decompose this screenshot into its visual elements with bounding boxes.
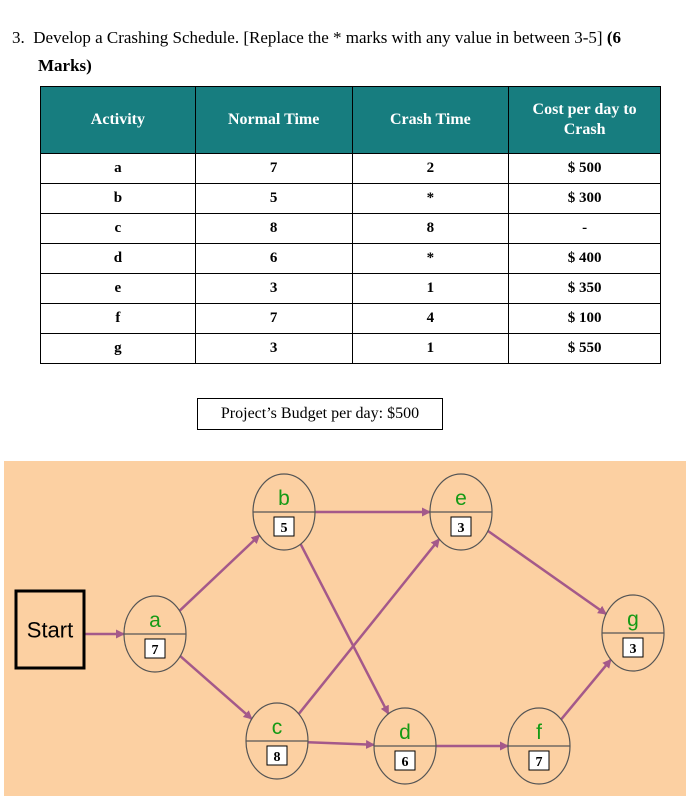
- node-duration: 7: [536, 755, 543, 770]
- header-crash-time: Crash Time: [351, 86, 510, 154]
- cost-cell: $ 350: [508, 273, 661, 304]
- question-text: 3. Develop a Crashing Schedule. [Replace…: [12, 24, 682, 80]
- crash-time-cell: 4: [351, 303, 510, 334]
- crashing-table: Activity Normal Time Crash Time Cost per…: [40, 86, 661, 364]
- node-label: b: [278, 487, 290, 510]
- header-activity: Activity: [40, 86, 196, 154]
- duration-box: [622, 637, 644, 658]
- activity-cell: g: [40, 333, 196, 364]
- crash-time-cell: 2: [351, 153, 510, 184]
- normal-time-cell: 8: [194, 213, 353, 244]
- activity-cell: f: [40, 303, 196, 334]
- project-budget: Project’s Budget per day: $500: [197, 398, 443, 430]
- node-label: a: [149, 609, 161, 632]
- start-box: [14, 589, 86, 670]
- edge-c-d: [307, 739, 376, 749]
- crash-time-cell: 8: [351, 213, 510, 244]
- edge-c-e: [297, 538, 441, 715]
- activity-cell: d: [40, 243, 196, 274]
- start-label: Start: [27, 618, 73, 643]
- normal-time-cell: 6: [194, 243, 353, 274]
- node-label: e: [455, 487, 467, 510]
- node-duration: 3: [630, 642, 637, 657]
- question-marks-close: Marks): [38, 56, 92, 75]
- normal-time-cell: 3: [194, 333, 353, 364]
- crash-time-cell: 1: [351, 333, 510, 364]
- question-number: 3.: [12, 28, 25, 47]
- edge-a-b: [178, 534, 261, 612]
- duration-box: [528, 750, 550, 771]
- edge-b-d: [299, 543, 390, 715]
- normal-time-cell: 5: [194, 183, 353, 214]
- edge-a-c: [179, 655, 253, 720]
- node-f: f7: [507, 707, 571, 785]
- node-a: a7: [123, 595, 187, 673]
- node-duration: 3: [458, 521, 465, 536]
- node-duration: 6: [402, 755, 409, 770]
- normal-time-cell: 3: [194, 273, 353, 304]
- cost-cell: $ 300: [508, 183, 661, 214]
- activity-cell: b: [40, 183, 196, 214]
- duration-box: [273, 516, 295, 537]
- activity-cell: c: [40, 213, 196, 244]
- duration-box: [144, 638, 166, 659]
- duration-box: [450, 516, 472, 537]
- crash-time-cell: *: [351, 243, 510, 274]
- normal-time-cell: 7: [194, 303, 353, 334]
- normal-time-cell: 7: [194, 153, 353, 184]
- crash-time-cell: 1: [351, 273, 510, 304]
- activity-cell: e: [40, 273, 196, 304]
- duration-box: [394, 750, 416, 771]
- question-marks-open: (6: [606, 28, 621, 47]
- header-cost-per-day: Cost per day to Crash: [508, 86, 661, 154]
- header-normal-time: Normal Time: [194, 86, 353, 154]
- cost-cell: $ 550: [508, 333, 661, 364]
- table-header-row: Activity Normal Time Crash Time Cost per…: [40, 86, 661, 154]
- node-b: b5: [252, 473, 316, 551]
- node-label: d: [399, 721, 411, 744]
- cost-cell: -: [508, 213, 661, 244]
- node-duration: 5: [281, 521, 288, 536]
- node-d: d6: [373, 707, 437, 785]
- node-duration: 7: [152, 643, 159, 658]
- edge-f-g: [560, 658, 612, 721]
- cost-cell: $ 100: [508, 303, 661, 334]
- node-label: g: [627, 608, 639, 631]
- cost-cell: $ 400: [508, 243, 661, 274]
- crash-time-cell: *: [351, 183, 510, 214]
- duration-box: [266, 745, 288, 766]
- question-body: Develop a Crashing Schedule. [Replace th…: [33, 28, 603, 47]
- node-duration: 8: [274, 750, 281, 765]
- cost-cell: $ 500: [508, 153, 661, 184]
- node-g: g3: [601, 594, 665, 672]
- node-label: c: [272, 716, 283, 739]
- node-e: e3: [429, 473, 493, 551]
- activity-cell: a: [40, 153, 196, 184]
- node-label: f: [536, 721, 542, 744]
- node-c: c8: [245, 702, 309, 780]
- edge-e-g: [487, 529, 607, 616]
